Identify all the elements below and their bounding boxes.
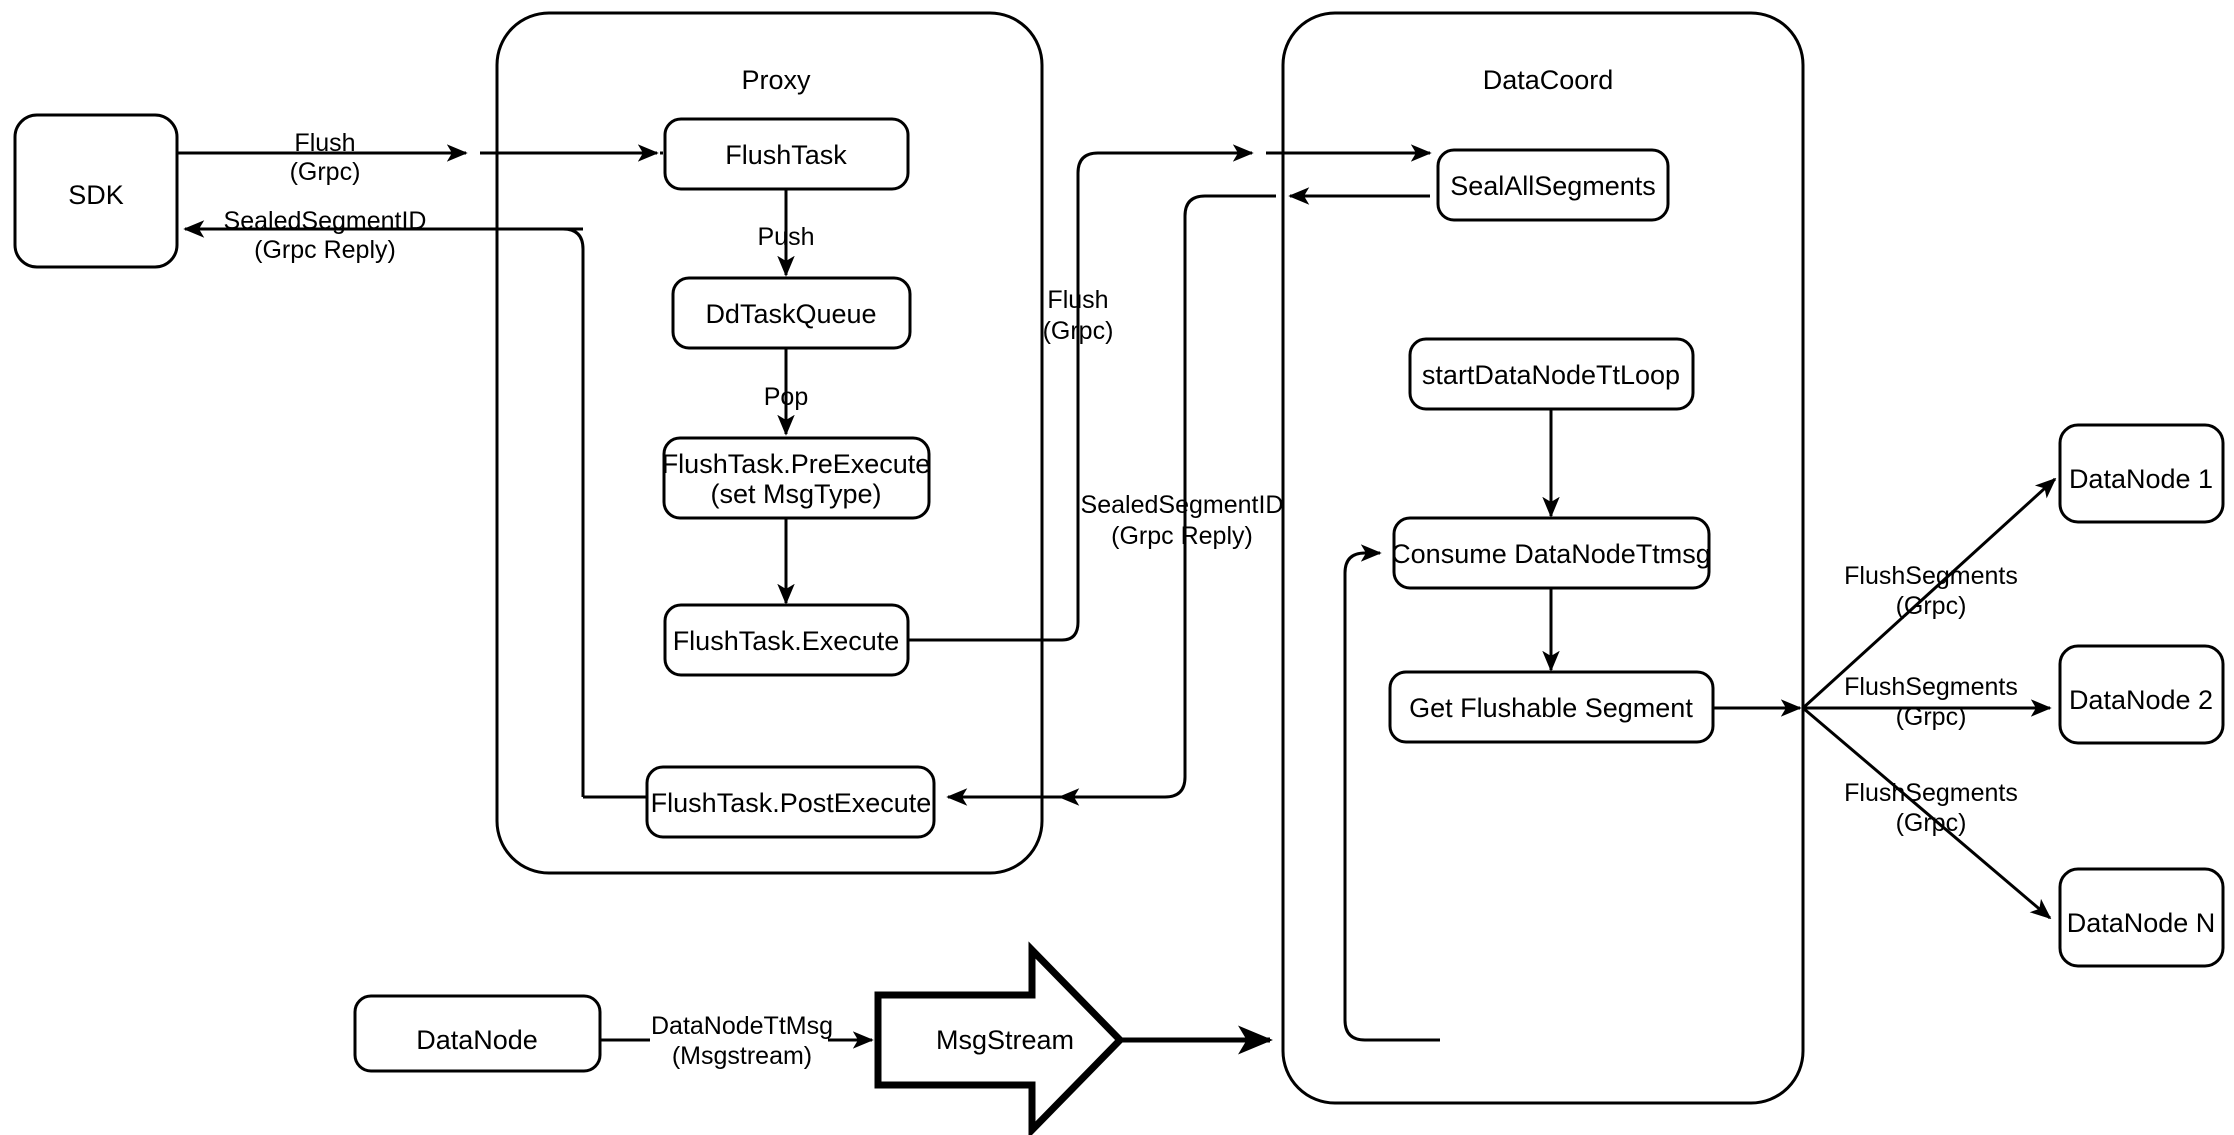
- node-datanode-2[interactable]: DataNode 2: [2058, 644, 2225, 745]
- edge-label-flush-grpc-line1: Flush: [294, 129, 355, 157]
- datacoord-container-outline: [1281, 11, 1805, 1105]
- edge-label-push: Push: [758, 223, 815, 251]
- consume-datanodettmsg-label: Consume DataNodeTtmsg: [1391, 539, 1711, 569]
- edge-label-sealedsegmentid-reply-line2: (Grpc Reply): [254, 236, 396, 264]
- datanode-n-box[interactable]: [2058, 867, 2225, 968]
- datanode-2-label: DataNode 2: [2069, 685, 2213, 715]
- sdk-label: SDK: [68, 180, 124, 210]
- edge-label-flushsegments-n-line2: (Grpc): [1896, 809, 1967, 837]
- execute-label: FlushTask.Execute: [673, 626, 900, 656]
- proxy-container-title: Proxy: [741, 65, 811, 95]
- proxy-container-outline: [495, 11, 1044, 875]
- edge-junction-to-datanode-n: [1802, 706, 2052, 920]
- datacoord-container-title: DataCoord: [1483, 65, 1614, 95]
- node-sdk[interactable]: SDK: [13, 113, 179, 269]
- ddtaskqueue-label: DdTaskQueue: [705, 299, 876, 329]
- edge-label-sealedsegmentid-reply-line1: SealedSegmentID: [224, 207, 427, 235]
- datanode-source-box[interactable]: [353, 994, 602, 1073]
- flushtask-label: FlushTask: [725, 140, 847, 170]
- node-get-flushable-segment[interactable]: Get Flushable Segment: [1388, 670, 1715, 744]
- preexecute-box[interactable]: [662, 436, 931, 520]
- msgstream-label: MsgStream: [936, 1025, 1074, 1055]
- datanode-n-label: DataNode N: [2067, 908, 2216, 938]
- edge-datacoord-to-postexecute-reply: [1058, 194, 1276, 806]
- postexecute-label: FlushTask.PostExecute: [651, 788, 932, 818]
- edge-label-flushsegments-1-line2: (Grpc): [1896, 592, 1967, 620]
- datanode-source-label: DataNode: [416, 1025, 538, 1055]
- container-datacoord: DataCoord: [1281, 11, 1805, 1105]
- edge-label-flush-to-coord-line1: Flush: [1047, 286, 1108, 314]
- node-datanode-n[interactable]: DataNode N: [2058, 867, 2225, 968]
- edge-label-flushsegments-1-line1: FlushSegments: [1844, 562, 2018, 590]
- datanode-1-box[interactable]: [2058, 423, 2225, 524]
- node-flushtask-preexecute[interactable]: FlushTask.PreExecute (set MsgType): [662, 436, 931, 520]
- ddtaskqueue-box[interactable]: [671, 276, 912, 350]
- edge-label-datanodettmsg-line2: (Msgstream): [672, 1042, 812, 1070]
- get-flushable-segment-label: Get Flushable Segment: [1409, 693, 1693, 723]
- node-startdatanodettloop[interactable]: startDataNodeTtLoop: [1408, 337, 1695, 411]
- edge-label-flush-to-coord-line2: (Grpc): [1043, 317, 1114, 345]
- edge-label-datanodettmsg-line1: DataNodeTtMsg: [651, 1012, 833, 1040]
- node-ddtaskqueue[interactable]: DdTaskQueue: [671, 276, 912, 350]
- msgstream-arrow-shape[interactable]: [874, 941, 1125, 1135]
- startdatanodettloop-label: startDataNodeTtLoop: [1422, 360, 1680, 390]
- edge-execute-to-datacoord-flush: [908, 144, 1254, 642]
- node-datanode-source[interactable]: DataNode: [353, 994, 602, 1073]
- edge-msgstream-riser-to-consume: [1343, 544, 1440, 1042]
- preexecute-label-line2: (set MsgType): [710, 479, 881, 509]
- edge-label-sealedsegmentid-to-proxy-line1: SealedSegmentID: [1081, 491, 1284, 519]
- node-flushtask-postexecute[interactable]: FlushTask.PostExecute: [645, 765, 936, 839]
- node-flushtask[interactable]: FlushTask: [663, 117, 910, 191]
- edge-label-flushsegments-2-line2: (Grpc): [1896, 703, 1967, 731]
- node-msgstream[interactable]: MsgStream: [874, 941, 1125, 1135]
- datanode-1-label: DataNode 1: [2069, 464, 2213, 494]
- node-flushtask-execute[interactable]: FlushTask.Execute: [663, 603, 910, 677]
- edge-label-flush-grpc-line2: (Grpc): [290, 158, 361, 186]
- datanode-2-box[interactable]: [2058, 644, 2225, 745]
- edge-label-flushsegments-2-line1: FlushSegments: [1844, 673, 2018, 701]
- sdk-box[interactable]: [13, 113, 179, 269]
- edge-label-sealedsegmentid-to-proxy-line2: (Grpc Reply): [1111, 522, 1253, 550]
- sealallsegments-label: SealAllSegments: [1450, 171, 1656, 201]
- node-datanode-1[interactable]: DataNode 1: [2058, 423, 2225, 524]
- preexecute-label-line1: FlushTask.PreExecute: [662, 449, 931, 479]
- edge-label-pop: Pop: [764, 383, 808, 411]
- postexecute-box[interactable]: [645, 765, 936, 839]
- edge-postexecute-to-sdk-riser: [486, 227, 585, 797]
- edge-junction-to-datanode-1: [1801, 477, 2057, 710]
- node-sealallsegments[interactable]: SealAllSegments: [1436, 148, 1670, 222]
- container-proxy: Proxy: [495, 11, 1044, 875]
- node-consume-datanodettmsg[interactable]: Consume DataNodeTtmsg: [1391, 516, 1711, 590]
- edge-label-flushsegments-n-line1: FlushSegments: [1844, 779, 2018, 807]
- sealallsegments-box[interactable]: [1436, 148, 1670, 222]
